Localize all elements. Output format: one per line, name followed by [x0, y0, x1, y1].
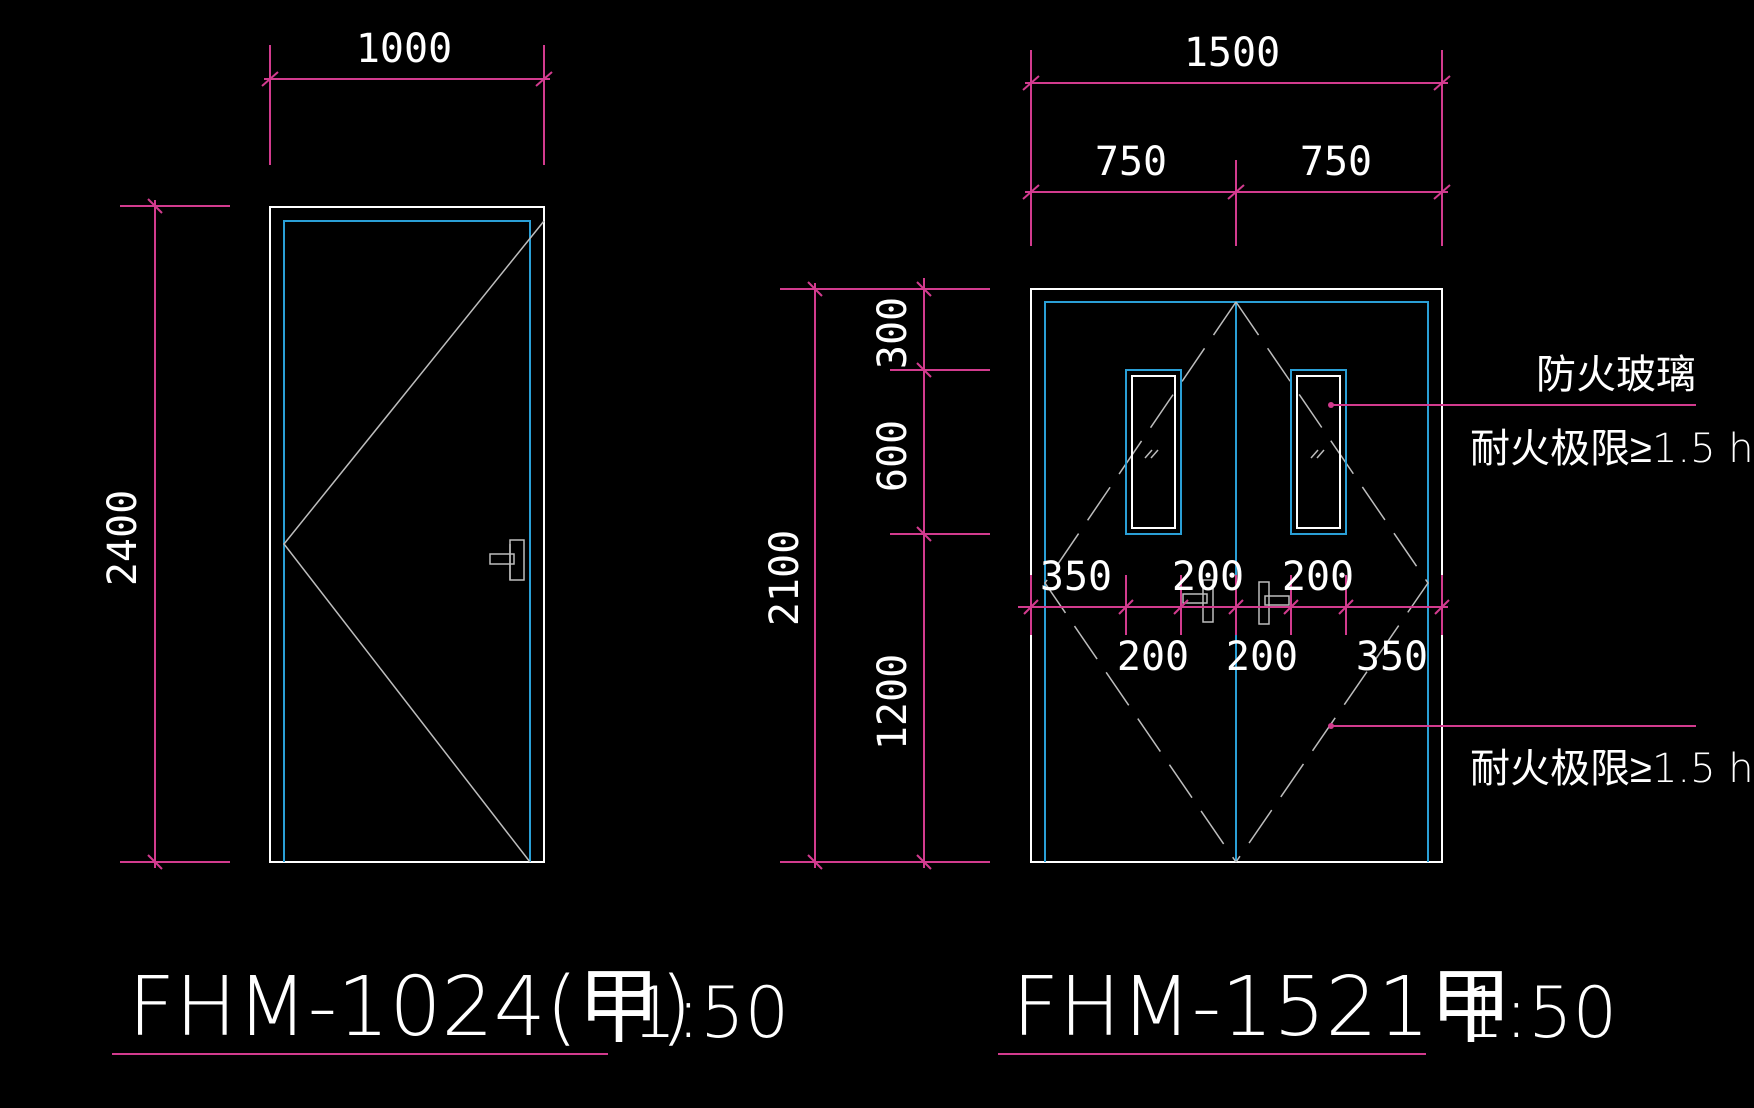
- door2-width-dimensions: 1500 750 750: [1022, 30, 1451, 246]
- door1-elevation: [269, 206, 545, 863]
- door2-total-height-label: 2100: [762, 530, 808, 626]
- door2-top-dim-200b: 200: [1282, 554, 1354, 600]
- door1-handle: [489, 539, 525, 581]
- door2-title: FHM-1521甲: [1012, 960, 1512, 1055]
- door2-height-bottom-label: 1200: [870, 654, 916, 750]
- door1-width-label: 1000: [356, 26, 452, 72]
- door1-frame: [283, 220, 531, 862]
- door2-horizontal-dimensions: 350 200 200 200 200 350: [1018, 554, 1450, 680]
- door2-title-block: FHM-1521甲 1:50: [998, 960, 1617, 1055]
- door1-width-dimension: 1000: [261, 26, 553, 165]
- door2-right-glass-panel: [1290, 369, 1347, 535]
- door2-left-leaf-width-label: 750: [1095, 139, 1167, 185]
- door1-scale: 1:50: [632, 972, 789, 1054]
- glass-label: 防火玻璃: [1536, 352, 1696, 398]
- door2-bottom-dim-200b: 200: [1226, 634, 1298, 680]
- door2-total-width-label: 1500: [1184, 30, 1280, 76]
- door2-height-dimensions: 2100 300 600 1200: [762, 278, 990, 870]
- door1-title: FHM-1024(甲): [128, 960, 692, 1055]
- door2-bottom-dim-200a: 200: [1117, 634, 1189, 680]
- door2-right-leaf-width-label: 750: [1300, 139, 1372, 185]
- door1-swing-lines: [283, 220, 545, 863]
- door2-right-handle: [1258, 581, 1290, 625]
- door1-height-dimension: 2400: [100, 198, 230, 870]
- door2-right-swing: [1235, 301, 1429, 863]
- door2-top-dim-350: 350: [1040, 554, 1112, 600]
- fire-rating-upper-label: 耐火极限≥1.5 h: [1470, 426, 1754, 472]
- door2-annotations: 防火玻璃 耐火极限≥1.5 h 耐火极限≥1.5 h: [1328, 352, 1754, 792]
- fire-rating-lower-label: 耐火极限≥1.5 h: [1470, 746, 1754, 792]
- door2-left-handle: [1182, 579, 1214, 623]
- door1-title-block: FHM-1024(甲) 1:50: [112, 960, 789, 1055]
- door1-outline: [269, 206, 545, 863]
- door2-height-top-label: 300: [870, 297, 916, 369]
- door2-scale: 1:50: [1460, 972, 1617, 1054]
- door2-height-glass-label: 600: [870, 420, 916, 492]
- door2-left-swing: [1044, 301, 1237, 863]
- door2-top-dim-200a: 200: [1172, 554, 1244, 600]
- door1-height-label: 2400: [100, 490, 146, 586]
- door2-bottom-dim-350: 350: [1356, 634, 1428, 680]
- door2-left-glass-panel: [1125, 369, 1182, 535]
